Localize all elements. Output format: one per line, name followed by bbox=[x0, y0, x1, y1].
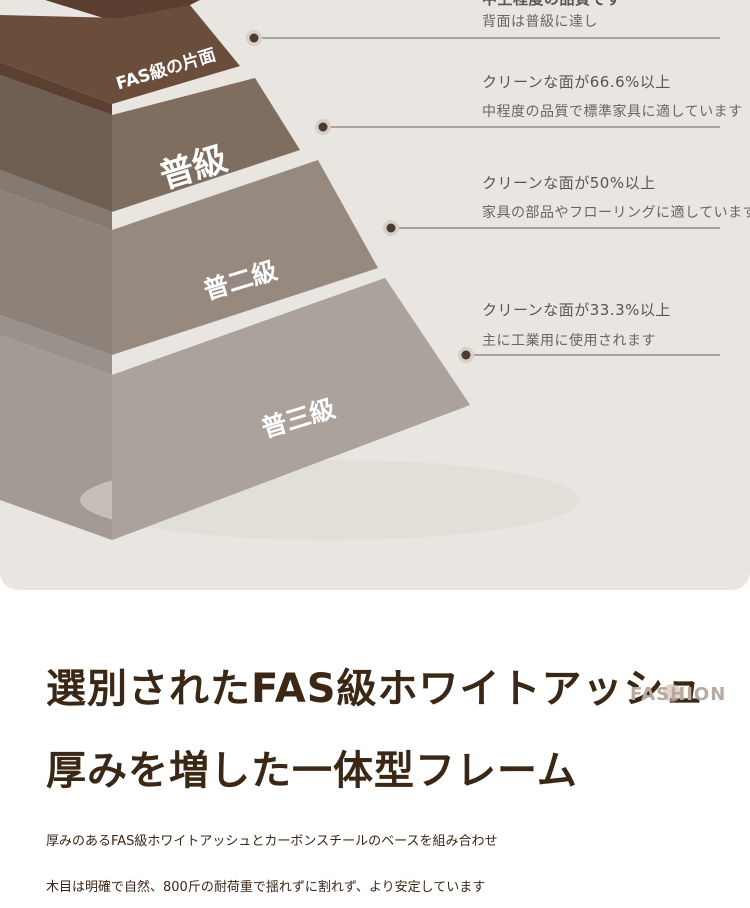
pyramid-tier-grade2-side bbox=[0, 190, 112, 355]
desc-grade1-line2: 中程度の品質で標準家具に適しています bbox=[482, 104, 743, 120]
grade-pyramid-graphic bbox=[0, 0, 720, 540]
desc-grade2-line2: 家具の部品やフローリングに適しています bbox=[482, 205, 750, 221]
body-line2: 木目は明確で自然、800斤の耐荷重で揺れずに割れず、より安定しています bbox=[46, 880, 486, 895]
marker-dot-grade1 bbox=[318, 122, 328, 132]
body-line1: 厚みのあるFAS級ホワイトアッシュとカーボンスチールのベースを組み合わせ bbox=[46, 834, 498, 849]
desc-fas-partial: 中上程度の品質です bbox=[482, 0, 622, 9]
marker-dot-grade2 bbox=[386, 223, 396, 233]
watermark-text: FASHION bbox=[630, 684, 727, 705]
marker-dot-grade3 bbox=[461, 350, 471, 360]
pyramid-tier-grade1 bbox=[112, 78, 300, 212]
desc-grade3-line1: クリーンな面が33.3%以上 bbox=[482, 301, 671, 319]
grade-pyramid-panel: FAS級の片面 普級 普二級 普三級 中上程度の品質です 背面は普級に達し クリ… bbox=[0, 0, 750, 590]
desc-grade2-line1: クリーンな面が50%以上 bbox=[482, 174, 656, 192]
headline-line2: 厚みを増した一体型フレーム bbox=[46, 748, 578, 794]
pyramid-tier-grade2 bbox=[112, 160, 378, 355]
desc-grade3-line2: 主に工業用に使用されます bbox=[482, 333, 656, 349]
pyramid-tier-fas bbox=[0, 5, 240, 104]
pyramid-tier-grade3-side bbox=[0, 335, 112, 540]
marker-dot-fas bbox=[249, 33, 259, 43]
headline-line1: 選別されたFAS級ホワイトアッシュ bbox=[46, 666, 706, 712]
desc-grade1-line1: クリーンな面が66.6%以上 bbox=[482, 73, 671, 91]
watermark-dot bbox=[663, 684, 681, 702]
pyramid-tier-grade1-side bbox=[0, 75, 112, 212]
desc-fas-line2: 背面は普級に達し bbox=[482, 14, 598, 30]
